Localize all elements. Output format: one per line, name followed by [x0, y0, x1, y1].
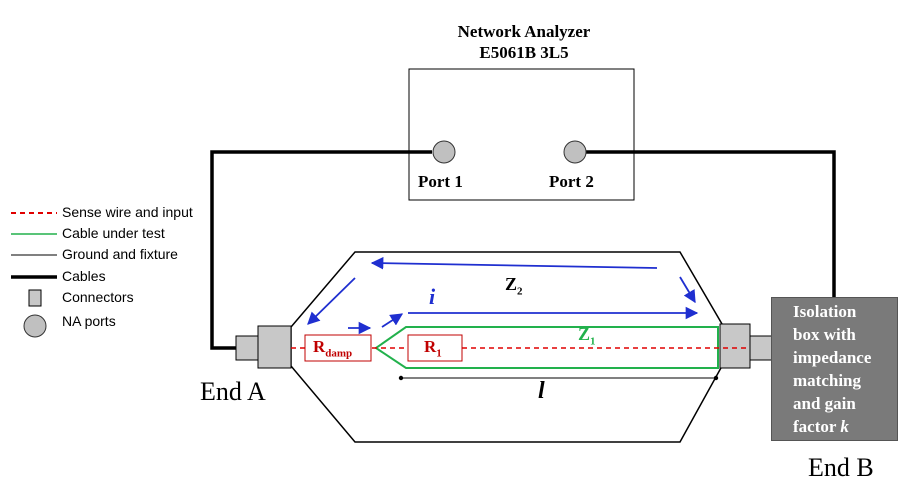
legend-na-port-symbol	[23, 314, 47, 338]
current-arrow-6	[307, 277, 356, 325]
connector-end-a	[257, 325, 292, 369]
legend-sense-label: Sense wire and input	[62, 204, 193, 220]
length-end-dot	[713, 375, 719, 381]
analyzer-model: E5061B 3L5	[479, 43, 569, 62]
port-2-label: Port 2	[549, 172, 594, 191]
rdamp-resistor	[304, 334, 372, 362]
current-label: i	[429, 284, 436, 309]
r1-resistor	[407, 334, 463, 362]
end-b-label: End B	[808, 453, 874, 482]
end-a-label: End A	[200, 377, 266, 406]
connector-end-b	[719, 323, 751, 369]
legend-na-ports-label: NA ports	[62, 313, 116, 329]
legend-cable-under-test-label: Cable under test	[62, 225, 165, 241]
port-1-label: Port 1	[418, 172, 463, 191]
network-analyzer-box	[408, 68, 635, 201]
legend-cables-label: Cables	[62, 268, 106, 284]
z2-label: Z2	[505, 274, 523, 298]
current-arrow-5	[370, 256, 658, 270]
current-arrow-2	[381, 313, 404, 328]
legend-connectors-label: Connectors	[62, 289, 134, 305]
length-label: l	[538, 378, 545, 404]
isolation-box	[771, 297, 898, 441]
isolation-box-label: Isolation box with impedance matching an…	[793, 302, 872, 436]
cable-port2-to-end-b	[586, 150, 836, 298]
z1-label: Z1	[578, 324, 596, 348]
analyzer-title: Network Analyzer	[457, 22, 591, 41]
legend-connector-symbol	[28, 289, 42, 307]
cable-port1-to-end-a	[210, 150, 432, 350]
current-arrow-4	[679, 276, 696, 304]
r1-label: R1	[424, 337, 442, 360]
port-2-circle	[563, 140, 587, 164]
port-1-circle	[432, 140, 456, 164]
legend-ground-label: Ground and fixture	[62, 246, 178, 262]
rdamp-label: Rdamp	[313, 337, 353, 360]
connector-end-a-small	[235, 335, 259, 361]
length-start-dot	[398, 375, 404, 381]
connector-end-b-small	[749, 335, 773, 361]
